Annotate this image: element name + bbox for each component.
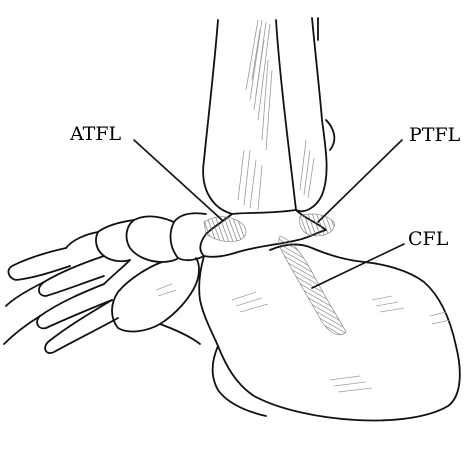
fibula-bone [296, 18, 334, 211]
forefoot-bones [4, 248, 118, 353]
cuboid-bone [112, 258, 199, 331]
fibula-shading [300, 140, 314, 198]
tibia-bone [203, 20, 296, 214]
cfl-label: CFL [408, 230, 448, 249]
ptfl-ligament [300, 214, 335, 236]
ptfl-label: PTFL [409, 126, 460, 145]
atfl-ligament [204, 217, 246, 242]
midfoot-bones [66, 213, 206, 284]
tibia-shading [238, 20, 272, 210]
atfl-leader-line [134, 140, 222, 220]
atfl-label: ATFL [70, 125, 121, 144]
ptfl-leader-line [318, 140, 402, 222]
cfl-ligament [279, 236, 346, 335]
